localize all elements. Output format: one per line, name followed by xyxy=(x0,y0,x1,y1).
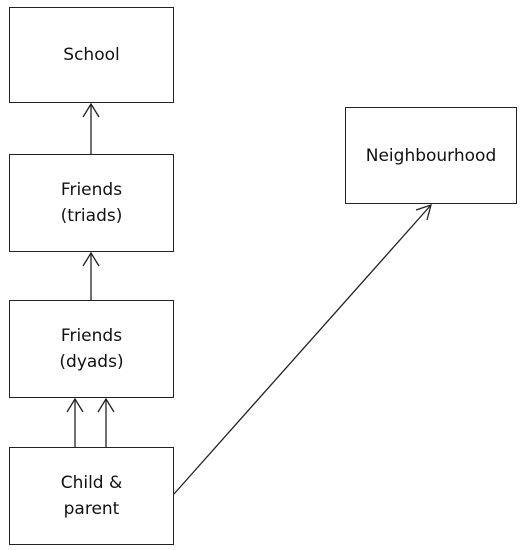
node-friends-dyads-label-2: (dyads) xyxy=(59,352,124,372)
node-friends-triads: Friends (triads) xyxy=(9,154,174,252)
node-friends-dyads-label-1: Friends xyxy=(60,326,123,346)
arrow-child-to-neighbourhood xyxy=(173,204,432,495)
arrowhead-dyads-2 xyxy=(97,397,115,413)
arrowhead-triads xyxy=(82,251,100,267)
node-friends-triads-label-1: Friends xyxy=(60,180,123,200)
node-friends-dyads: Friends (dyads) xyxy=(9,300,174,398)
node-school: School xyxy=(9,7,174,103)
node-child-parent-label-2: parent xyxy=(63,499,120,519)
arrowhead-school xyxy=(82,102,100,118)
node-neighbourhood-label: Neighbourhood xyxy=(365,145,497,166)
arrowhead-neighbourhood xyxy=(415,204,432,221)
node-friends-triads-label-2: (triads) xyxy=(60,206,123,226)
node-child-parent-label-1: Child & xyxy=(60,473,123,493)
arrowhead-dyads-1 xyxy=(66,397,84,413)
node-neighbourhood: Neighbourhood xyxy=(345,107,517,204)
node-child-parent: Child & parent xyxy=(9,447,174,545)
node-school-label: School xyxy=(63,45,120,65)
